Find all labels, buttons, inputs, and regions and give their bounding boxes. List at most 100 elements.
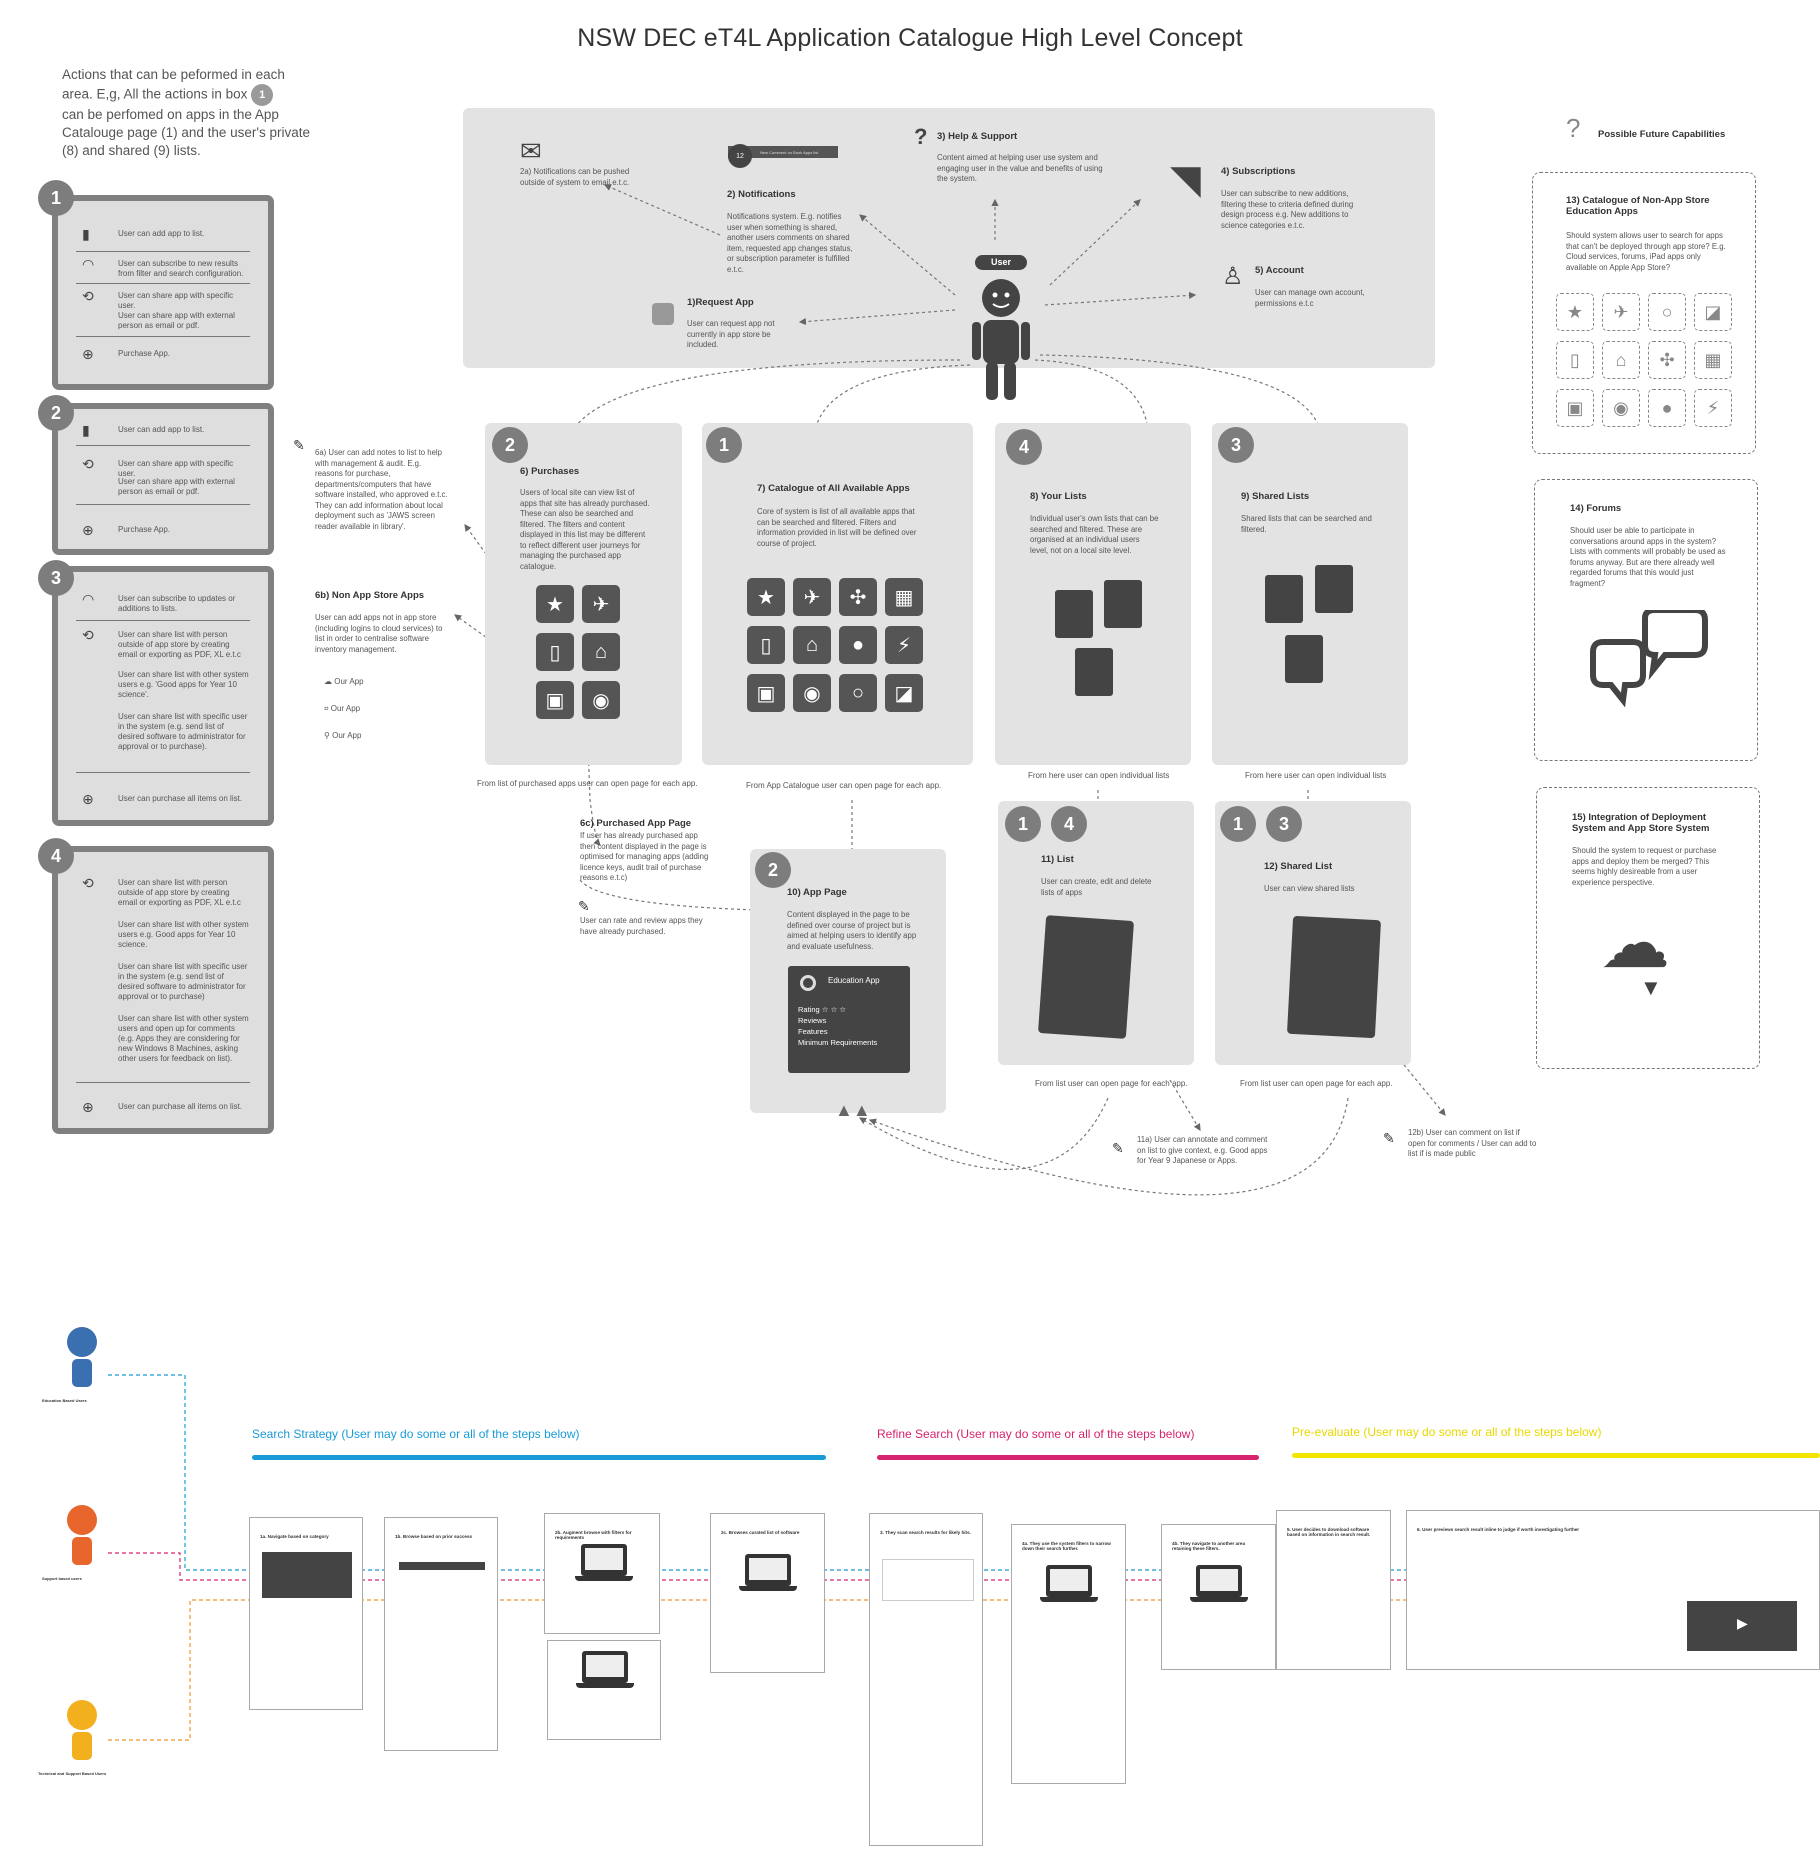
pencil-icon: ✎ [1383, 1130, 1395, 1146]
home-app-icon[interactable]: ⌂ [582, 633, 620, 671]
action-box-2: ▮User can add app to list. ⟲User can sha… [52, 403, 274, 555]
journey-card[interactable]: 2b. Augment browse with filters for requ… [544, 1513, 660, 1634]
notifications-text: Notifications system. E.g. notifies user… [727, 212, 853, 274]
question-icon: ? [914, 124, 928, 149]
note-6c-rate: User can rate and review apps they have … [580, 916, 703, 936]
brush-app-icon[interactable]: ▯ [747, 626, 785, 664]
journey-card[interactable]: 6. User previews search result inline to… [1406, 1510, 1820, 1670]
our-app-row: ⌗ Our App [324, 704, 361, 713]
future-13-title: 13) Catalogue of Non-App Store Education… [1566, 195, 1710, 217]
purchases-text: Users of local site can view list of app… [520, 488, 650, 571]
our-app-row: ⚲ Our App [324, 731, 362, 740]
plane-app-icon[interactable]: ✈ [582, 585, 620, 623]
app-card-item: Features [798, 1027, 828, 1036]
rss-icon: ◥ [1170, 158, 1201, 202]
catalogue-title: 7) Catalogue of All Available Apps [757, 483, 910, 494]
journey-card[interactable]: 3. They scan search results for likely h… [869, 1513, 983, 1846]
journey-card[interactable]: 4a. They use the system filters to narro… [1011, 1524, 1126, 1784]
future-title: Possible Future Capabilities [1598, 129, 1726, 140]
plane-app-icon[interactable]: ✈ [793, 578, 831, 616]
persona-head [67, 1505, 97, 1535]
app-card-item: Minimum Requirements [798, 1038, 878, 1047]
journey-card[interactable] [547, 1640, 661, 1740]
panel-number-badge: 1 [1220, 806, 1256, 842]
card-title: 4b. They navigate to another area retain… [1172, 1541, 1246, 1551]
user-figure [972, 279, 1030, 400]
stage-bar-blue [252, 1455, 826, 1460]
card-title: 3. They scan search results for likely h… [880, 1530, 971, 1535]
panel-number-badge: 4 [1051, 806, 1087, 842]
your-lists-caption: From here user can open individual lists [1028, 771, 1170, 780]
star-app-icon[interactable]: ★ [747, 578, 785, 616]
calculator-app-icon[interactable]: ▦ [885, 578, 923, 616]
box-number-badge: 1 [38, 180, 74, 216]
question-bubble-icon: ? [1566, 113, 1581, 143]
persona-body [72, 1359, 92, 1387]
share-icon: ⟲ [82, 875, 94, 891]
lock-app-icon[interactable]: ▣ [747, 674, 785, 712]
future-13-text: Should system allows user to search for … [1566, 231, 1726, 272]
action-box-4: ⟲User can share list with person outside… [52, 846, 274, 1134]
lock-app-icon[interactable]: ▣ [536, 681, 574, 719]
panel-number-badge: 1 [706, 427, 742, 463]
stage-pre-evaluate: Pre-evaluate (User may do some or all of… [1292, 1425, 1602, 1439]
box-number-badge: 3 [38, 560, 74, 596]
shared-list-text: User can view shared lists [1264, 884, 1355, 893]
card-title: 2c. Browses curated list of software [721, 1530, 800, 1535]
share-icon: ⟲ [82, 288, 94, 304]
lightbulb-icon: ● [1648, 389, 1686, 427]
persona-support [64, 1505, 97, 1565]
journey-card[interactable]: 4b. They navigate to another area retain… [1161, 1524, 1276, 1670]
home-app-icon[interactable]: ⌂ [793, 626, 831, 664]
intro-line: Actions that can be peformed in each [62, 67, 285, 82]
email-icon: ✉ [520, 136, 542, 166]
pinwheel-app-icon[interactable]: ✣ [839, 578, 877, 616]
disc-app-icon[interactable]: ◉ [793, 674, 831, 712]
panel-number-badge: 2 [492, 427, 528, 463]
disc-icon: ◉ [1602, 389, 1640, 427]
plane-icon: ✈ [1602, 293, 1640, 331]
your-lists-panel [995, 423, 1191, 765]
email-note: 2a) Notifications can be pushed outside … [520, 167, 630, 187]
share-icon: ⟲ [82, 456, 94, 472]
ring-icon: ○ [1648, 293, 1686, 331]
satellite-app-icon[interactable]: ◪ [885, 674, 923, 712]
lightning-app-icon[interactable]: ⚡ [885, 626, 923, 664]
user-label: User [975, 255, 1027, 270]
notification-badge: 12 [728, 144, 752, 168]
arrow-up-icon: ▲▲ [835, 1100, 871, 1120]
journey-card[interactable]: 1b. Browse based on prior success [384, 1517, 498, 1751]
card-title: 6. User previews search result inline to… [1417, 1527, 1580, 1532]
future-panel-14 [1534, 479, 1758, 761]
intro-line: Catalouge page (1) and the user's privat… [62, 125, 310, 140]
action-box-1: ▮User can add app to list. ◠User can sub… [52, 195, 274, 390]
journey-card[interactable]: 1a. Navigate based on category [249, 1517, 363, 1710]
box-number-badge: 4 [38, 838, 74, 874]
divider [76, 283, 250, 284]
subscriptions-text: User can subscribe to new additions, fil… [1221, 189, 1354, 230]
stage-refine-search: Refine Search (User may do some or all o… [877, 1427, 1195, 1441]
list-board-icon [1055, 590, 1093, 638]
rating-stars-icon: ☆ ☆ ☆ [821, 1005, 847, 1014]
brush-app-icon[interactable]: ▯ [536, 633, 574, 671]
magnifier-icon: ⚲ [324, 731, 330, 740]
lightbulb-app-icon[interactable]: ● [839, 626, 877, 664]
note-6b-title: 6b) Non App Store Apps [315, 590, 425, 601]
disc-app-icon[interactable]: ◉ [582, 681, 620, 719]
ring-app-icon[interactable]: ○ [839, 674, 877, 712]
purchases-caption: From list of purchased apps user can ope… [477, 779, 698, 788]
shared-lists-caption: From here user can open individual lists [1245, 771, 1387, 780]
journey-card[interactable]: 2c. Browses curated list of software [710, 1513, 825, 1673]
journey-card[interactable]: 5. User decides to download software bas… [1276, 1510, 1391, 1670]
future-panel-13 [1532, 172, 1756, 454]
star-app-icon[interactable]: ★ [536, 585, 574, 623]
notification-bar [728, 146, 838, 158]
laptop-icon [576, 1651, 634, 1693]
list-title: 11) List [1041, 854, 1074, 865]
speech-bubbles-icon [1590, 610, 1708, 708]
box-number-badge: 2 [38, 395, 74, 431]
list-board-icon [1104, 580, 1142, 628]
document-icon: ▮ [82, 422, 90, 438]
share-icon: ⟲ [82, 627, 94, 643]
app-page-title: 10) App Page [787, 887, 847, 898]
